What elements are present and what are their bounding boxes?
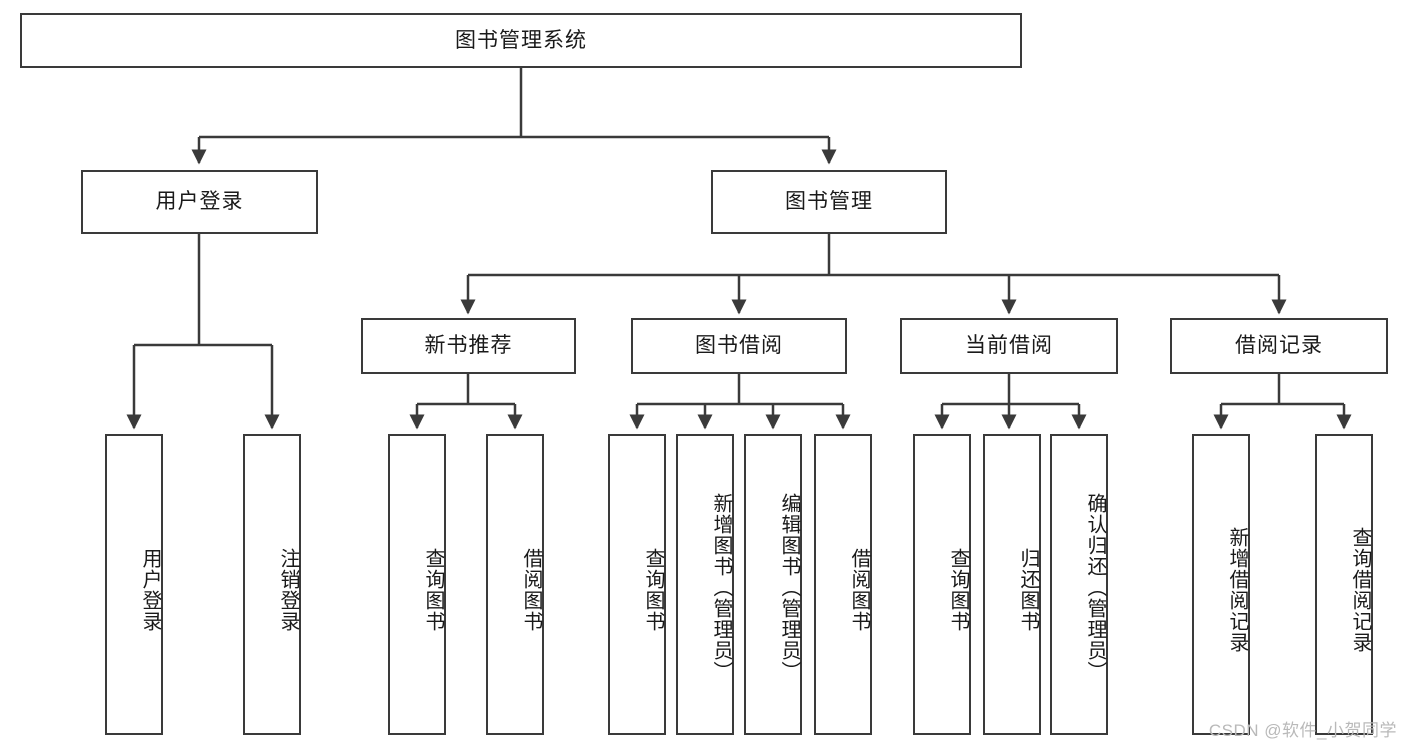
watermark-text: CSDN @软件_小贺同学 — [1208, 721, 1397, 740]
leaf-record-query-record[interactable]: 查询借阅记录 — [1315, 434, 1373, 735]
leaf-recommend-query-book[interactable]: 查询图书 — [388, 434, 446, 735]
node-root-system[interactable]: 图书管理系统 — [20, 13, 1022, 68]
leaf-borrow-query-book[interactable]: 查询图书 — [608, 434, 666, 735]
leaf-user-login-signin[interactable]: 用户登录 — [105, 434, 163, 735]
node-current-borrow[interactable]: 当前借阅 — [900, 318, 1118, 374]
node-book-borrow[interactable]: 图书借阅 — [631, 318, 847, 374]
leaf-borrow-borrow-book[interactable]: 借阅图书 — [814, 434, 872, 735]
leaf-current-query-book[interactable]: 查询图书 — [913, 434, 971, 735]
node-user-login[interactable]: 用户登录 — [81, 170, 318, 234]
leaf-user-login-signout[interactable]: 注销登录 — [243, 434, 301, 735]
leaf-borrow-edit-book-admin[interactable]: 编辑图书（管理员） — [744, 434, 802, 735]
leaf-current-confirm-return-admin[interactable]: 确认归还（管理员） — [1050, 434, 1108, 735]
node-new-book-recommend[interactable]: 新书推荐 — [361, 318, 576, 374]
node-book-management[interactable]: 图书管理 — [711, 170, 947, 234]
leaf-borrow-add-book-admin[interactable]: 新增图书（管理员） — [676, 434, 734, 735]
node-borrow-record[interactable]: 借阅记录 — [1170, 318, 1388, 374]
leaf-recommend-borrow-book[interactable]: 借阅图书 — [486, 434, 544, 735]
leaf-current-return-book[interactable]: 归还图书 — [983, 434, 1041, 735]
leaf-record-add-record[interactable]: 新增借阅记录 — [1192, 434, 1250, 735]
